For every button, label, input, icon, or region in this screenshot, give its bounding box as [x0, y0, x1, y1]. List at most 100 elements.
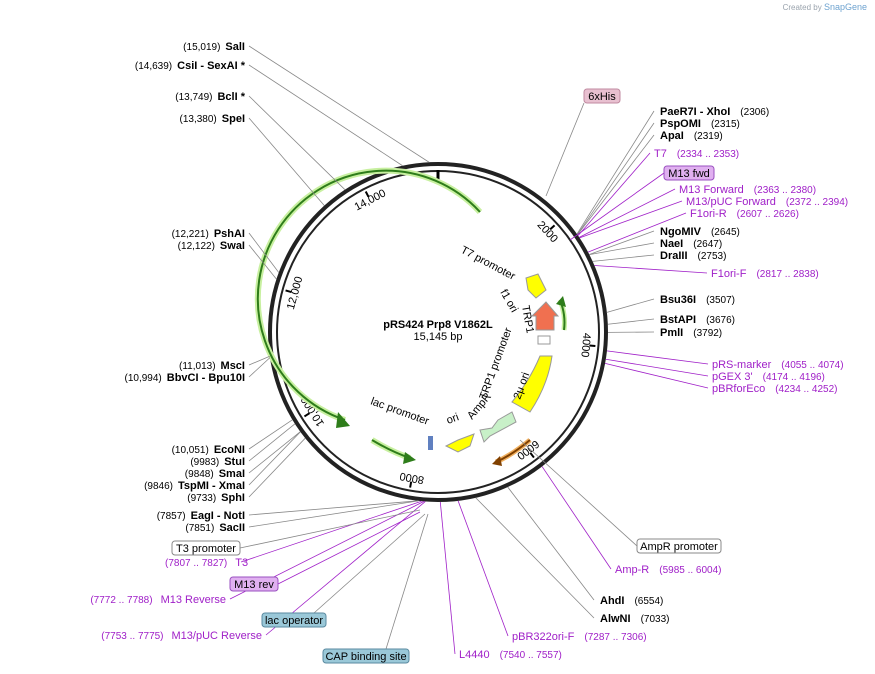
primer-range: (5985 .. 6004): [659, 565, 721, 576]
site-sali: (15,019)SalI: [183, 41, 245, 53]
site-name: SmaI: [219, 468, 245, 480]
site-ahdi: AhdI(6554): [600, 595, 663, 607]
primer-range: (2363 .. 2380): [754, 185, 816, 196]
primer-name: M13/pUC Forward: [686, 196, 776, 208]
site-bstapi: BstAPI(3676): [660, 314, 735, 326]
snapgene-credit: Created by SnapGene: [783, 2, 867, 12]
primer-range: (7287 .. 7306): [584, 632, 646, 643]
primer-f1ori-f: F1ori-F(2817 .. 2838): [711, 268, 819, 280]
site-position: (13,749): [175, 92, 212, 103]
box-leader: [519, 439, 638, 547]
cds-arc: [256, 169, 481, 421]
site-position: (12,221): [172, 229, 209, 240]
box-lac-operator: [261, 612, 327, 628]
site-position: (10,994): [125, 373, 162, 384]
site-name: BstAPI: [660, 314, 696, 326]
primer-range: (7540 .. 7557): [500, 650, 562, 661]
box-leader: [545, 102, 585, 197]
site-position: (12,122): [178, 241, 215, 252]
site-tspmi-xmai: (9846) TspMI - XmaI: [144, 480, 245, 492]
plasmid-size: 15,145 bp: [414, 331, 463, 343]
site-name: PaeR7I - XhoI: [660, 106, 730, 118]
feature-labels: T7(2334 .. 2353)M13 Forward(2363 .. 2380…: [90, 148, 848, 661]
primer-range: (7753 .. 7775): [101, 631, 163, 642]
site-smai: (9848) SmaI: [185, 468, 245, 480]
plasmid-name: pRS424 Prp8 V1862L: [383, 319, 493, 331]
site-name: BclI *: [217, 91, 245, 103]
site-apai: ApaI(2319): [660, 130, 723, 142]
site-name: TspMI - XmaI: [178, 480, 245, 492]
box-6xhis: [583, 88, 621, 104]
site-name: NgoMIV: [660, 226, 702, 238]
site-position: (9848): [185, 469, 214, 480]
tick-label: 12,000: [285, 275, 305, 311]
primer-m13-reverse: (7772 .. 7788)M13 Reverse: [90, 594, 226, 606]
ampr-feature: [479, 411, 517, 443]
box-m13-fwd: [663, 165, 715, 181]
leader-line: [248, 232, 280, 273]
site-ngomiv: NgoMIV(2645): [660, 226, 740, 238]
primer-name: pBRforEco: [712, 383, 765, 395]
leader-line: [248, 423, 296, 462]
primer-leader: [594, 265, 708, 274]
leader-line: [248, 431, 301, 486]
site-position: (7851): [185, 523, 214, 534]
primer-pbr322ori-f: pBR322ori-F(7287 .. 7306): [512, 631, 647, 643]
primer-leader: [604, 363, 709, 389]
leader-line: [248, 45, 430, 163]
site-csii-sexai: (14,639)CsiI - SexAI *: [135, 60, 246, 72]
site-name: MscI: [221, 360, 245, 372]
primer-name: pRS-marker: [712, 359, 772, 371]
inner-label-trp1-promoter: TRP1 promoter: [478, 326, 515, 401]
site-position: (2647): [693, 239, 722, 250]
box-label: 6xHis: [588, 91, 616, 103]
leader-line: [475, 497, 595, 619]
primer-l4440: L4440 (7540 .. 7557): [459, 649, 562, 661]
site-position: (3792): [693, 328, 722, 339]
site-bsu36i: Bsu36I(3507): [660, 294, 735, 306]
leader-line: [607, 318, 655, 325]
leader-lines: [229, 45, 709, 655]
box-leader: [277, 511, 421, 585]
site-paer7i-xhoi: PaeR7I - XhoI(2306): [660, 106, 769, 118]
site-name: AlwNI: [600, 613, 631, 625]
primer-f1ori-r: F1ori-R(2607 .. 2626): [690, 208, 799, 220]
ori-feature: [444, 433, 475, 453]
leader-line: [248, 437, 306, 498]
primer-range: (4055 .. 4074): [781, 360, 843, 371]
site-position: (9983): [190, 457, 219, 468]
tick-mark: [589, 344, 596, 347]
site-position: (9733): [187, 493, 216, 504]
trp1-promoter-feature: [537, 335, 551, 345]
primer-leader: [577, 152, 651, 236]
leader-line: [248, 500, 419, 516]
box-label: CAP binding site: [325, 651, 406, 663]
snapgene-logo: SnapGene: [823, 2, 867, 12]
site-eagi-noti: (7857)EagI - NotI: [157, 510, 245, 522]
primer-t3: (7807 .. 7827)T3: [165, 557, 248, 569]
leader-line: [507, 486, 595, 601]
primer-leader: [541, 466, 612, 570]
primer-name: L4440: [459, 649, 490, 661]
site-position: (7033): [641, 614, 670, 625]
primer-name: F1ori-R: [690, 208, 727, 220]
leader-line: [248, 357, 271, 378]
primer-leader: [457, 500, 509, 637]
primer-pbrforeco: pBRforEco(4234 .. 4252): [712, 383, 837, 395]
inner-label-ori: ori: [445, 411, 461, 426]
box-label: AmpR promoter: [640, 541, 718, 553]
leader-line: [248, 500, 419, 528]
leader-line: [576, 110, 655, 235]
box-label: M13 fwd: [668, 168, 710, 180]
credit-prefix: Created by: [782, 3, 822, 12]
leader-line: [248, 431, 301, 474]
box-leader: [239, 509, 421, 549]
box-label: lac operator: [265, 615, 323, 627]
cds-arc-arrowhead: [336, 412, 350, 428]
primer-leader: [587, 212, 687, 253]
box-leader: [313, 513, 426, 614]
site-name: ApaI: [660, 130, 684, 142]
site-position: (11,013): [179, 361, 216, 372]
site-position: (9846): [144, 481, 173, 492]
